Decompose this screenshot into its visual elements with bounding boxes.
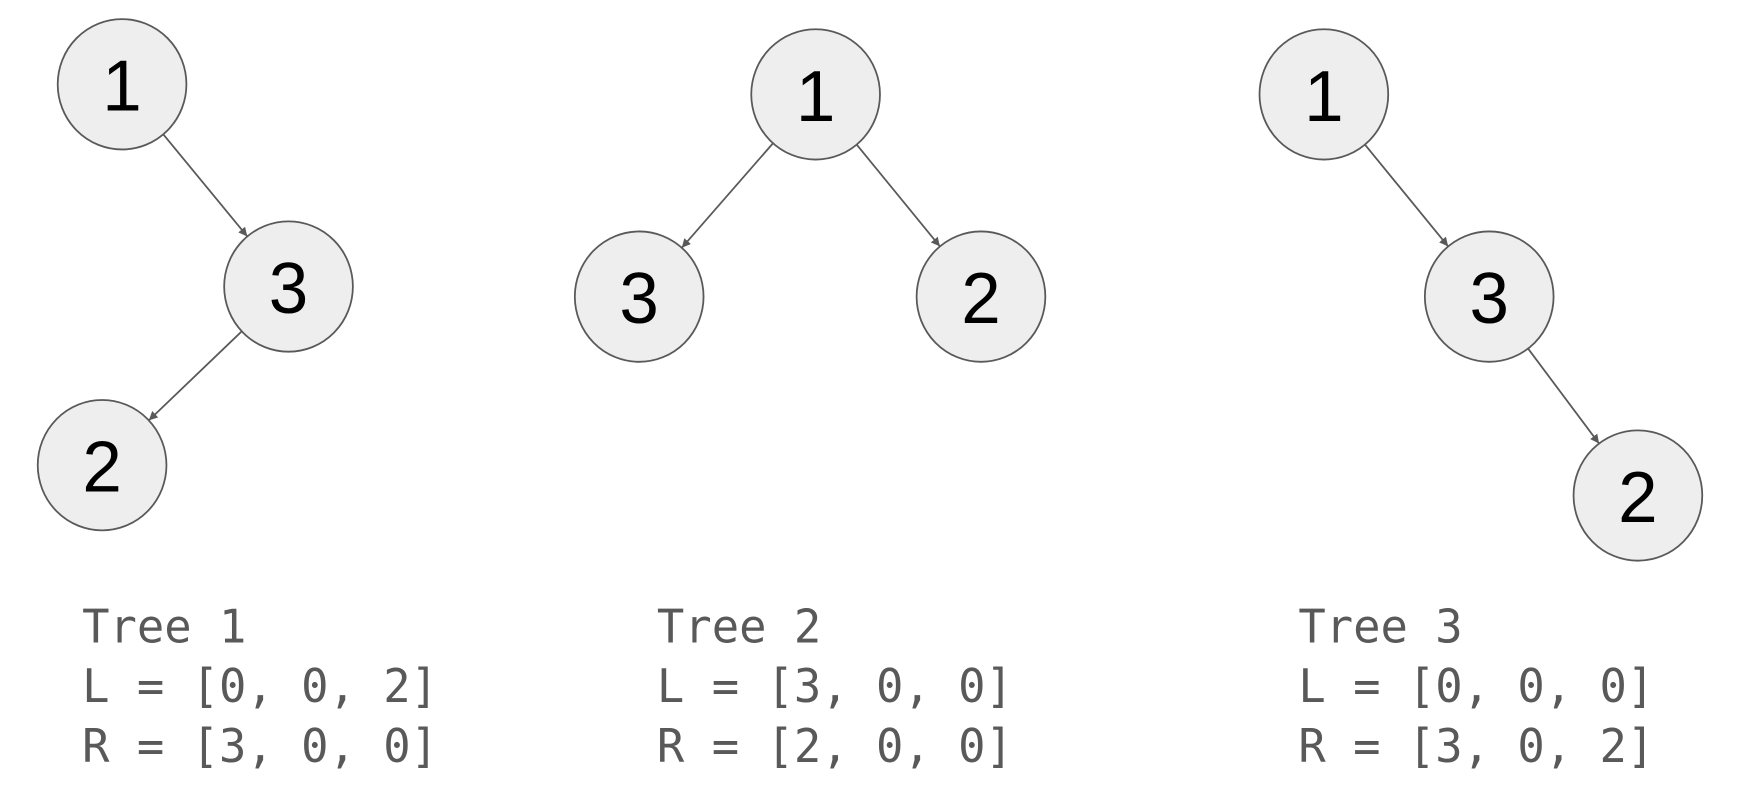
node-circle — [1572, 429, 1704, 562]
tree-2-edge-arrow — [681, 142, 774, 249]
tree-1-left-array: L = [0, 0, 2] — [82, 660, 438, 713]
tree-2-edge-arrow — [855, 144, 941, 248]
node-label: 1 — [102, 46, 142, 126]
tree-3-node-2: 2 — [1572, 429, 1704, 562]
node-label: 2 — [82, 427, 122, 507]
tree-1-node-1: 1 — [56, 18, 188, 151]
tree-2-node-1: 1 — [750, 28, 881, 161]
node-label: 3 — [619, 259, 659, 339]
tree-1-right-array: R = [3, 0, 0] — [82, 720, 438, 773]
tree-1-node-2: 2 — [36, 399, 168, 532]
tree-1-node-3: 3 — [223, 220, 354, 353]
node-circle — [1258, 28, 1390, 161]
tree-3-edge-arrow — [1364, 144, 1449, 248]
tree-3-node-3: 3 — [1423, 230, 1555, 363]
tree-2-node-3: 3 — [573, 230, 705, 363]
tree-3-caption: Tree 3 — [1298, 600, 1462, 653]
node-circle — [915, 230, 1047, 363]
node-circle — [56, 18, 188, 151]
tree-2-caption: Tree 2 — [657, 600, 821, 653]
node-label: 2 — [1618, 458, 1658, 538]
node-label: 3 — [1469, 259, 1509, 339]
node-label: 2 — [961, 259, 1001, 339]
tree-3-left-array: L = [0, 0, 0] — [1298, 660, 1654, 713]
node-label: 3 — [269, 249, 309, 329]
tree-1-caption: Tree 1 — [82, 600, 246, 653]
tree-3-edge-arrow — [1527, 348, 1600, 445]
node-circle — [1423, 230, 1555, 363]
tree-2-node-2: 2 — [915, 230, 1047, 363]
node-circle — [573, 230, 705, 363]
tree-3-right-array: R = [3, 0, 2] — [1298, 720, 1654, 773]
node-circle — [750, 28, 881, 161]
tree-1-edge-arrow — [162, 133, 248, 238]
tree-2-left-array: L = [3, 0, 0] — [657, 660, 1013, 713]
node-circle — [36, 399, 168, 532]
node-label: 1 — [1304, 56, 1344, 136]
tree-2-right-array: R = [2, 0, 0] — [657, 720, 1013, 773]
tree-1-edge-arrow — [148, 330, 243, 422]
node-label: 1 — [796, 56, 836, 136]
tree-3-node-1: 1 — [1258, 28, 1390, 161]
node-circle — [223, 220, 354, 353]
